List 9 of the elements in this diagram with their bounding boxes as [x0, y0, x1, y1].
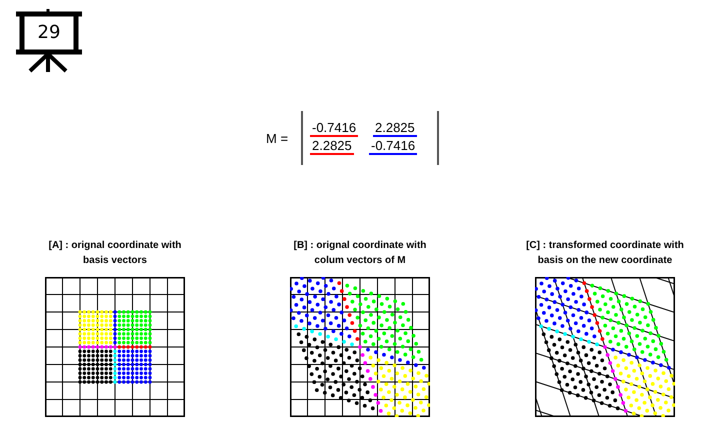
matrix-entry: 2.2825: [310, 138, 354, 155]
panel-title: [B] : orignal coordinate with colum vectors of M: [292, 239, 428, 268]
slide-number: 29: [36, 22, 62, 44]
panel-title: [C] : transformed coordinate with basis on the new coordinate: [525, 239, 685, 268]
matrix-entry: 2.2825: [373, 120, 417, 137]
panel-title: [A] : orignal coordinate with basis vectors: [48, 239, 182, 268]
matrix-name: M =: [266, 131, 288, 146]
matrix-entry: -0.7416: [310, 120, 358, 137]
matrix-entry: -0.7416: [369, 138, 418, 155]
